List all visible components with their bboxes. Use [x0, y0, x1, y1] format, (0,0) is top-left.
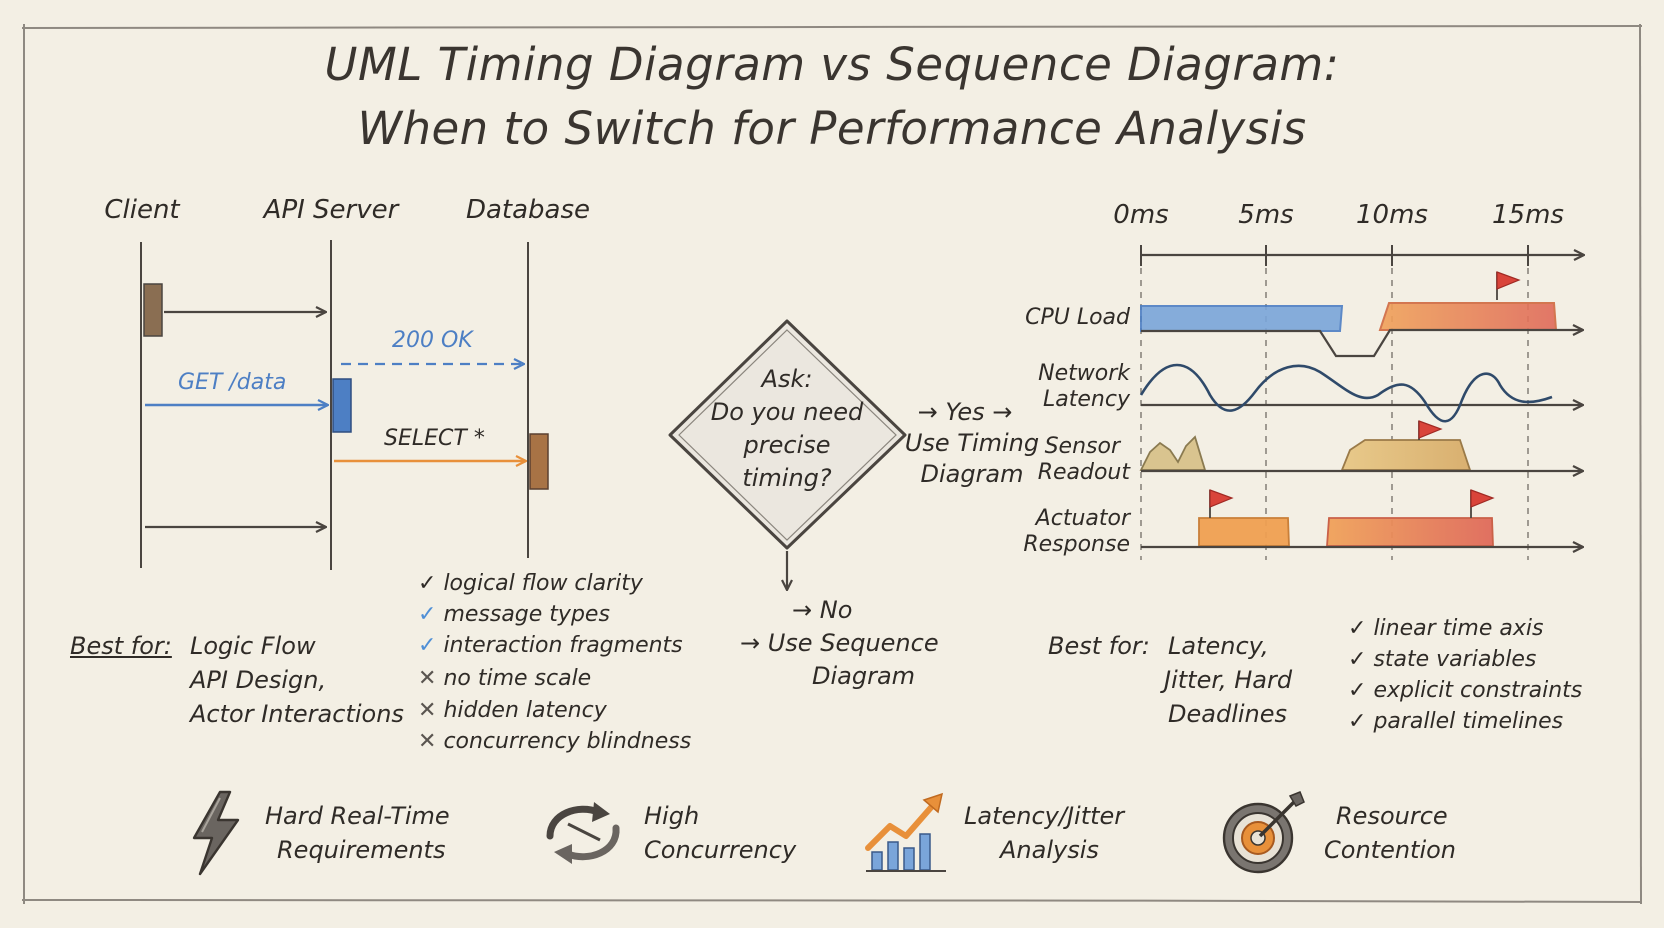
message-label-get-data: GET /data [178, 370, 287, 395]
lifeline-label-database: Database [465, 195, 591, 225]
tick-label-0ms: 0ms [1113, 200, 1169, 230]
sequence-best-for-line-1: Logic Flow [190, 632, 316, 660]
yes-result-line-1: Use Timing [904, 429, 1040, 457]
message-label-select: SELECT * [384, 426, 485, 451]
api-server-activation [332, 378, 352, 433]
use-case-line: Hard Real-Time [265, 802, 450, 830]
decision-question-line: timing? [742, 464, 832, 492]
sequence-con-text: no time scale [443, 666, 592, 691]
use-case-line: Requirements [277, 836, 446, 864]
timing-pro-item: ✓ explicit constraints [1348, 678, 1582, 703]
sequence-best-for-line-3: Actor Interactions [190, 700, 404, 728]
tick-label-15ms: 15ms [1492, 200, 1564, 230]
check-icon: ✓ [418, 633, 444, 658]
client-activation [143, 283, 163, 337]
sequence-con-text: concurrency blindness [443, 729, 692, 754]
timing-pro-text: parallel timelines [1373, 709, 1564, 734]
yes-branch-label: → Yes → [917, 398, 1013, 426]
use-case-line: High [644, 802, 700, 830]
timing-best-for-line-2: Jitter, Hard [1164, 666, 1293, 694]
use-case-line: Contention [1324, 836, 1457, 864]
lifelines [140, 240, 529, 570]
signal-actuator-response [1141, 489, 1583, 547]
check-icon: ✓ [1348, 678, 1374, 703]
check-icon: ✓ [1348, 647, 1374, 672]
sequence-best-for-label: Best for: [70, 632, 172, 660]
sequence-pro-text: message types [443, 602, 610, 627]
cross-icon: ✕ [418, 666, 444, 691]
sequence-pro-item: ✓ logical flow clarity [418, 571, 643, 596]
use-case-line: Resource [1336, 802, 1448, 830]
signal-sensor-readout [1139, 420, 1583, 471]
signal-label-response: Response [1023, 532, 1130, 557]
signal-label-latency: Latency [1043, 387, 1130, 412]
lifeline-label-client: Client [104, 195, 180, 225]
title-line-2: When to Switch for Performance Analysis [357, 102, 1307, 155]
check-icon: ✓ [1348, 616, 1374, 641]
signal-label-network: Network [1038, 361, 1130, 386]
check-icon: ✓ [418, 602, 444, 627]
timing-pro-item: ✓ linear time axis [1348, 616, 1543, 641]
tick-label-10ms: 10ms [1356, 200, 1428, 230]
signal-label-cpu-load: CPU Load [1025, 305, 1130, 330]
use-case-line: Analysis [1000, 836, 1099, 864]
signal-cpu-load [1140, 271, 1583, 358]
signal-label-readout: Readout [1037, 460, 1130, 485]
decision-question-line: Do you need [710, 398, 864, 426]
timing-pro-text: explicit constraints [1373, 678, 1583, 703]
rising-chart-icon [865, 792, 946, 872]
timing-pro-item: ✓ state variables [1348, 647, 1536, 672]
timing-best-for-line-1: Latency, [1168, 632, 1269, 660]
timing-best-for-label: Best for: [1048, 632, 1150, 660]
decision-question-line: Ask: [761, 365, 813, 393]
timing-pro-text: linear time axis [1373, 616, 1544, 641]
lifeline-label-api-server: API Server [263, 195, 399, 225]
time-axis-ticks [1140, 245, 1529, 266]
use-case-line: Concurrency [644, 836, 797, 864]
check-icon: ✓ [418, 571, 444, 596]
yes-result-line-2: Diagram [920, 460, 1024, 488]
message-label-200-ok: 200 OK [392, 328, 473, 353]
sequence-pro-item: ✓ message types [418, 602, 610, 627]
lightning-icon [192, 790, 240, 876]
use-case-line: Latency/Jitter [964, 802, 1125, 830]
signal-label-sensor: Sensor [1044, 434, 1120, 459]
title-line-1: UML Timing Diagram vs Sequence Diagram: [324, 38, 1340, 91]
timing-diagram [1139, 245, 1584, 560]
check-icon: ✓ [1348, 709, 1374, 734]
sequence-diagram [140, 240, 549, 570]
no-branch-label: → No [792, 596, 853, 624]
timing-pro-item: ✓ parallel timelines [1348, 709, 1563, 734]
target-icon [1222, 791, 1305, 874]
decision-diamond [668, 319, 907, 590]
no-result-line-2: Diagram [812, 662, 916, 690]
database-activation [529, 433, 549, 490]
cross-icon: ✕ [418, 698, 444, 723]
signal-network-latency [1139, 363, 1583, 423]
cycle-arrows-icon [546, 802, 620, 864]
sequence-pro-text: interaction fragments [443, 633, 683, 658]
signal-label-actuator: Actuator [1035, 506, 1130, 531]
timing-best-for-line-3: Deadlines [1168, 700, 1288, 728]
sequence-con-item: ✕ no time scale [418, 666, 591, 691]
sequence-pro-item: ✓ interaction fragments [418, 633, 683, 658]
sequence-con-text: hidden latency [443, 698, 607, 723]
sequence-con-item: ✕ concurrency blindness [418, 729, 691, 754]
tick-label-5ms: 5ms [1238, 200, 1294, 230]
no-result-line-1: → Use Sequence [740, 629, 939, 657]
cross-icon: ✕ [418, 729, 444, 754]
sequence-best-for-line-2: API Design, [190, 666, 327, 694]
sequence-pro-text: logical flow clarity [443, 571, 643, 596]
sequence-con-item: ✕ hidden latency [418, 698, 607, 723]
decision-question-line: precise [743, 431, 831, 459]
timing-pro-text: state variables [1373, 647, 1537, 672]
